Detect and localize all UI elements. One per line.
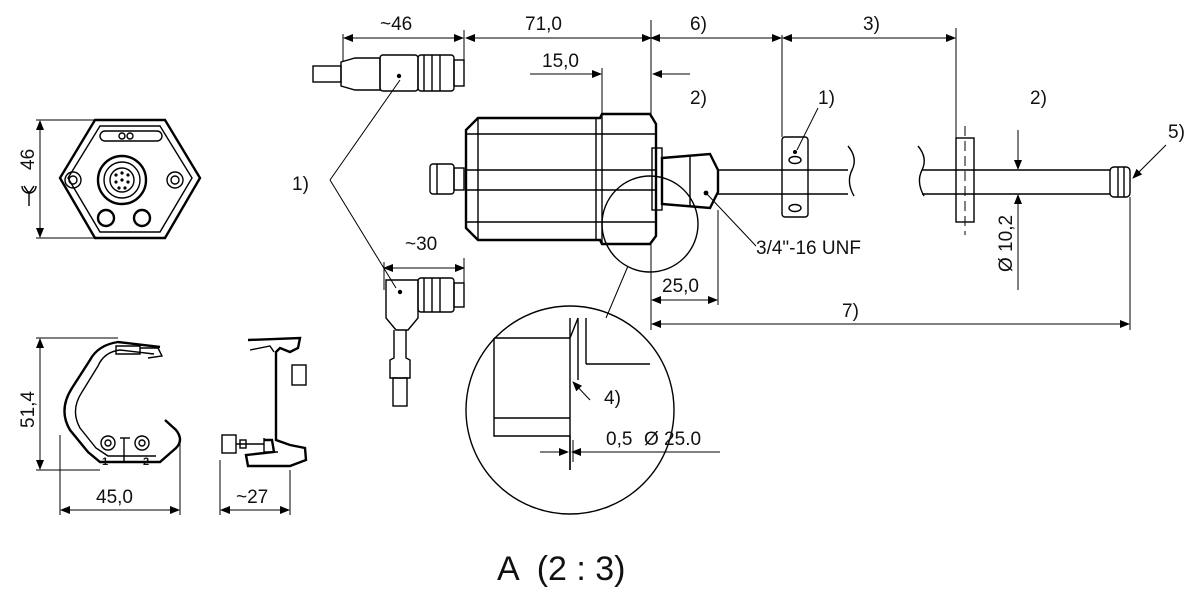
dim-6: 6) — [690, 14, 707, 35]
detail-caption: A (2 : 3) — [497, 550, 626, 588]
pin-1-label: 1 — [102, 456, 108, 468]
dim-25: 25,0 — [662, 276, 699, 297]
dim-27: ~27 — [236, 487, 268, 508]
dim-wrench-46: 46 — [18, 149, 39, 170]
note-1-left: 1) — [292, 174, 309, 195]
dim-51: 51,4 — [18, 391, 39, 428]
bracket-front-view: 1 2 51,4 45,0 — [18, 337, 182, 515]
dim-3: 3) — [863, 14, 880, 35]
dim-7: 7) — [842, 301, 859, 322]
note-1-right: 1) — [818, 88, 835, 109]
note-2-right: 2) — [1030, 88, 1047, 109]
thread-label: 3/4"-16 UNF — [756, 238, 861, 259]
straight-cable-connector — [312, 30, 465, 92]
angled-cable-connector — [383, 258, 465, 407]
bracket-side-view: ~27 — [219, 336, 308, 515]
front-view: 46 — [18, 118, 202, 240]
dim-45: 45,0 — [96, 487, 133, 508]
bottom-dimensions: 25,0 7) — [650, 197, 1131, 330]
dim-15: 15,0 — [542, 51, 579, 72]
dim-dia-10: Ø 10,2 — [996, 215, 1017, 272]
detail-view-a: 4) 0,5 Ø 25.0 — [465, 305, 720, 515]
dim-46: ~46 — [380, 14, 412, 35]
note-5: 5) — [1168, 122, 1185, 143]
rod-diameter-dimension: Ø 10,2 — [996, 130, 1028, 290]
note-2-left: 2) — [690, 88, 707, 109]
top-dimensions: ~46 71,0 6) 3) 15,0 2) 1) 2) 5) 1) ~30 — [292, 14, 1185, 272]
pin-2-label: 2 — [143, 456, 149, 468]
dim-30: ~30 — [405, 234, 437, 255]
dim-71: 71,0 — [525, 14, 562, 35]
dim-chamfer: 0,5 — [606, 429, 632, 450]
detail-marker-circle — [601, 175, 699, 273]
cylinder-body — [429, 28, 1131, 246]
wrench-icon — [21, 185, 37, 194]
note-4: 4) — [604, 388, 621, 409]
dim-dia-25: Ø 25.0 — [644, 429, 701, 450]
